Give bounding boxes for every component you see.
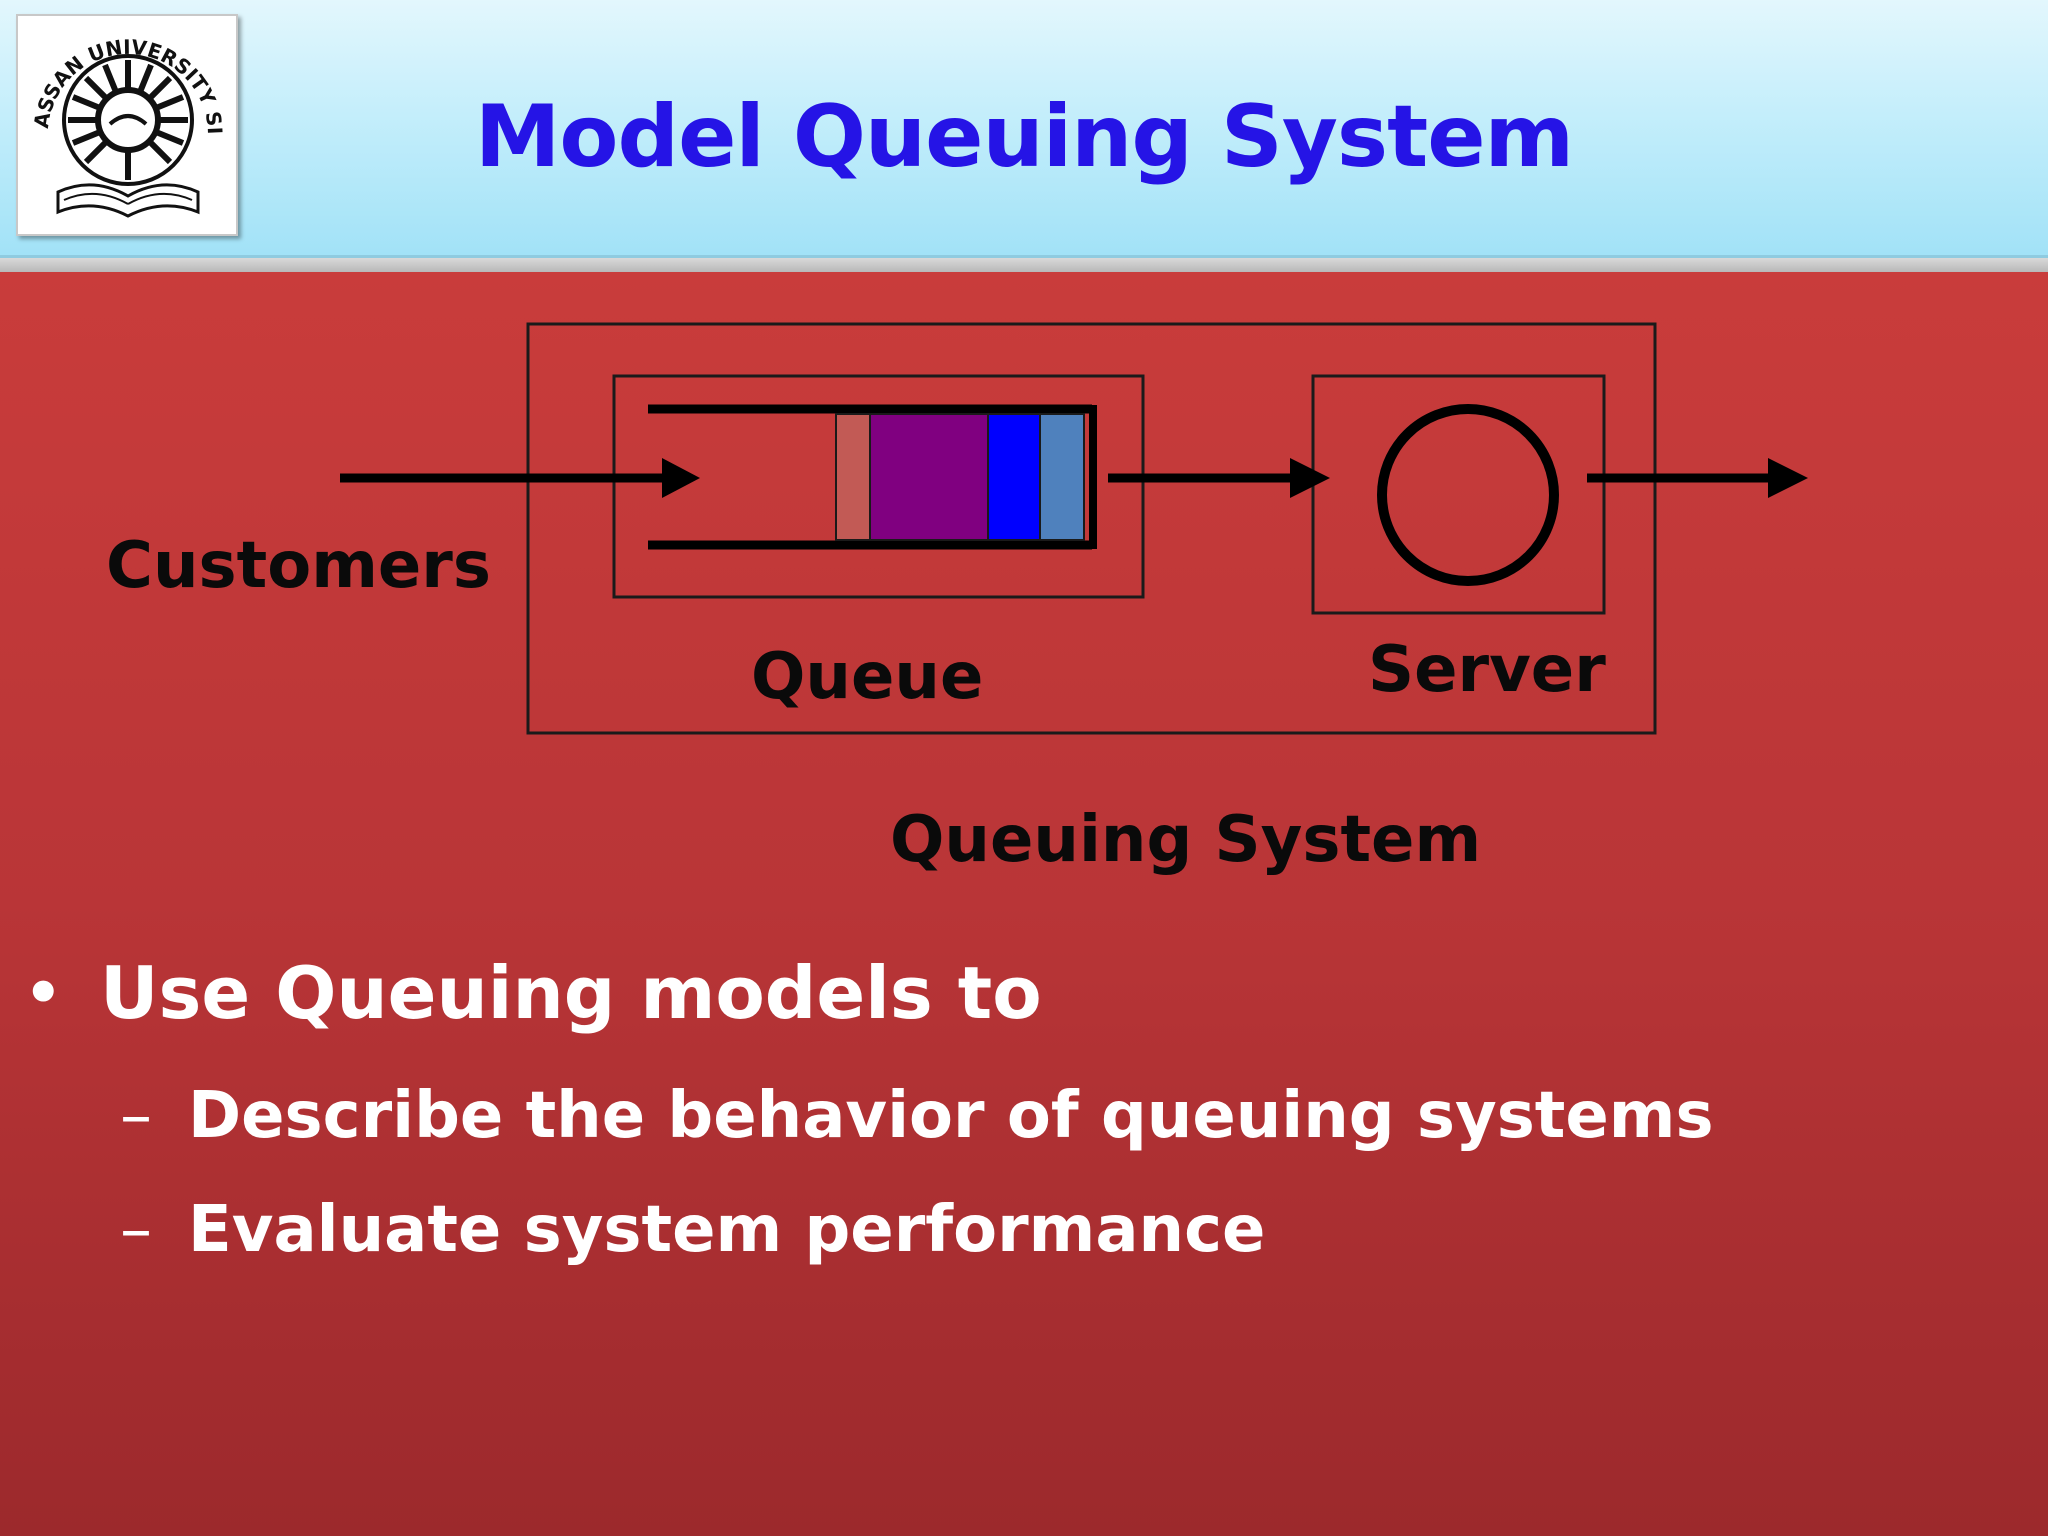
university-logo: ASSAN UNIVERSITY SILCHAR	[10, 0, 238, 236]
sub-bullet-1: –Describe the behavior of queuing system…	[120, 1078, 1714, 1155]
departure-arrow	[1587, 458, 1808, 498]
sub-bullet-2-text: Evaluate system performance	[188, 1193, 1266, 1267]
queuing-system-box	[526, 322, 1657, 735]
bullet-dot: •	[22, 951, 65, 1035]
server-circle-icon	[1377, 404, 1559, 586]
queue-customer-block	[987, 413, 1041, 541]
customers-label: Customers	[106, 529, 491, 603]
queue-customer-block	[835, 413, 871, 541]
bullet-main-text: Use Queuing models to	[100, 951, 1042, 1035]
university-seal-icon: ASSAN UNIVERSITY SILCHAR	[10, 0, 227, 218]
sub-bullet-dash: –	[120, 1193, 152, 1267]
queue-customer-block	[1039, 413, 1085, 541]
arrival-arrow	[340, 458, 700, 498]
bullet-main: • Use Queuing models to	[22, 950, 1042, 1036]
slide-header	[0, 0, 2048, 258]
sub-bullet-dash: –	[120, 1079, 152, 1153]
page-title: Model Queuing System	[474, 87, 1574, 187]
header-divider	[0, 258, 2048, 272]
queue-customer-block	[869, 413, 989, 541]
server-box	[1311, 374, 1606, 615]
server-label: Server	[1368, 633, 1606, 707]
queue-box	[612, 374, 1145, 599]
queuing-system-label: Queuing System	[890, 803, 1482, 877]
queue-blocks	[835, 413, 1085, 541]
queue-label: Queue	[751, 640, 984, 714]
queue-to-server-arrow	[1108, 458, 1330, 498]
sub-bullet-1-text: Describe the behavior of queuing systems	[188, 1079, 1714, 1153]
sub-bullet-2: –Evaluate system performance	[120, 1192, 1265, 1269]
